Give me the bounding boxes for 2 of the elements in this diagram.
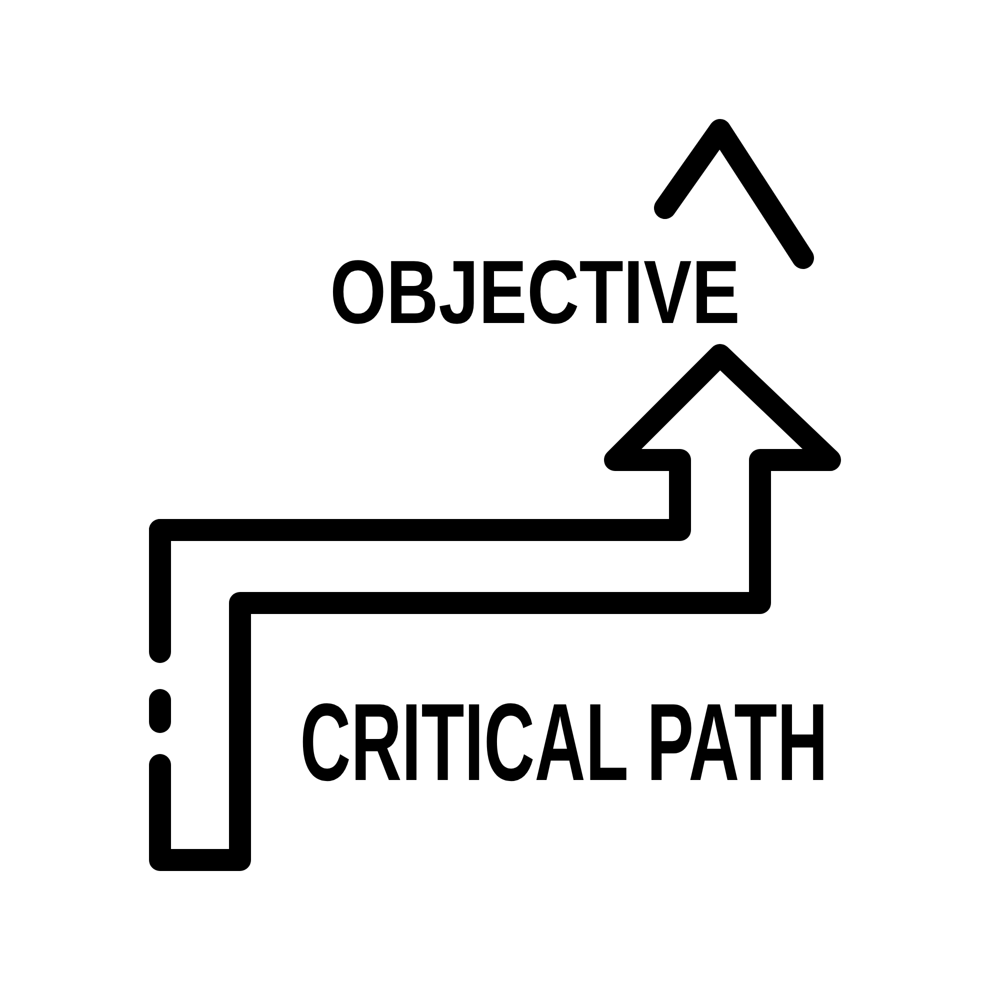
caption-text: CRITICAL PATH [300,688,828,798]
heading-text: OBJECTIVE [330,248,740,338]
